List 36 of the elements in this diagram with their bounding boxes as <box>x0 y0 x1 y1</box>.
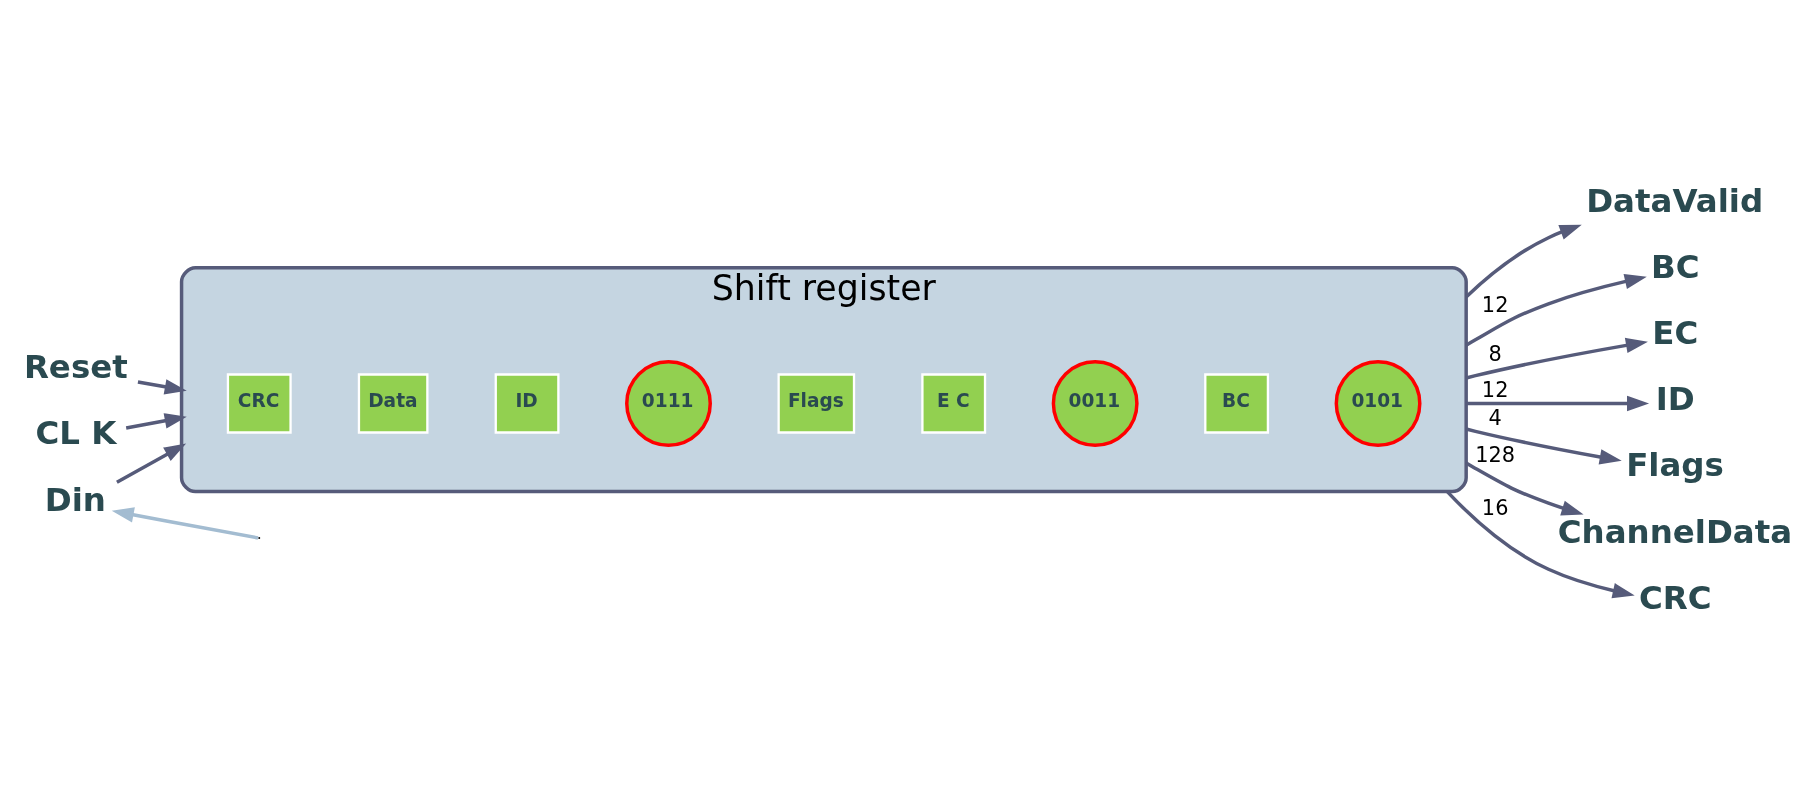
arrow <box>125 413 187 430</box>
node-box: BC <box>1204 373 1270 434</box>
node-circle: 0111 <box>625 360 712 447</box>
node-text: DataValid <box>1586 182 1764 221</box>
arrow <box>1464 224 1582 299</box>
edge-label: 128 <box>1475 442 1516 467</box>
arrow <box>137 379 187 395</box>
node-text: CRC <box>1638 578 1712 617</box>
arrow <box>1465 273 1647 347</box>
edge-label: 4 <box>1488 405 1502 430</box>
node-box: CRC <box>226 373 292 434</box>
node-box: Flags <box>777 373 856 434</box>
arrow <box>1465 427 1622 465</box>
edge-label: 12 <box>1481 378 1509 403</box>
node-text: EC <box>1652 314 1699 353</box>
node-text: Din <box>44 481 106 520</box>
node-text: BC <box>1651 248 1700 287</box>
node-text: Flags <box>1626 446 1724 485</box>
arrow <box>116 443 187 484</box>
edge-label: 8 <box>1488 342 1502 367</box>
node-text: Reset <box>23 347 128 386</box>
arrow <box>1446 490 1635 599</box>
node-circle: 0101 <box>1334 360 1422 447</box>
node-text: CL K <box>35 413 117 452</box>
node-circle: 0011 <box>1051 360 1139 447</box>
node-text: ID <box>1655 380 1695 419</box>
arrow <box>1465 461 1584 516</box>
arrow <box>111 507 259 540</box>
node-text: ChannelData <box>1557 512 1793 551</box>
arrow <box>1465 337 1648 380</box>
arrow <box>1466 395 1650 412</box>
node-box: E C <box>921 373 987 434</box>
edge-label: 16 <box>1481 496 1509 521</box>
edge-label: 12 <box>1481 293 1509 318</box>
node-box: ID <box>494 373 560 434</box>
node-box: Data <box>357 373 429 434</box>
